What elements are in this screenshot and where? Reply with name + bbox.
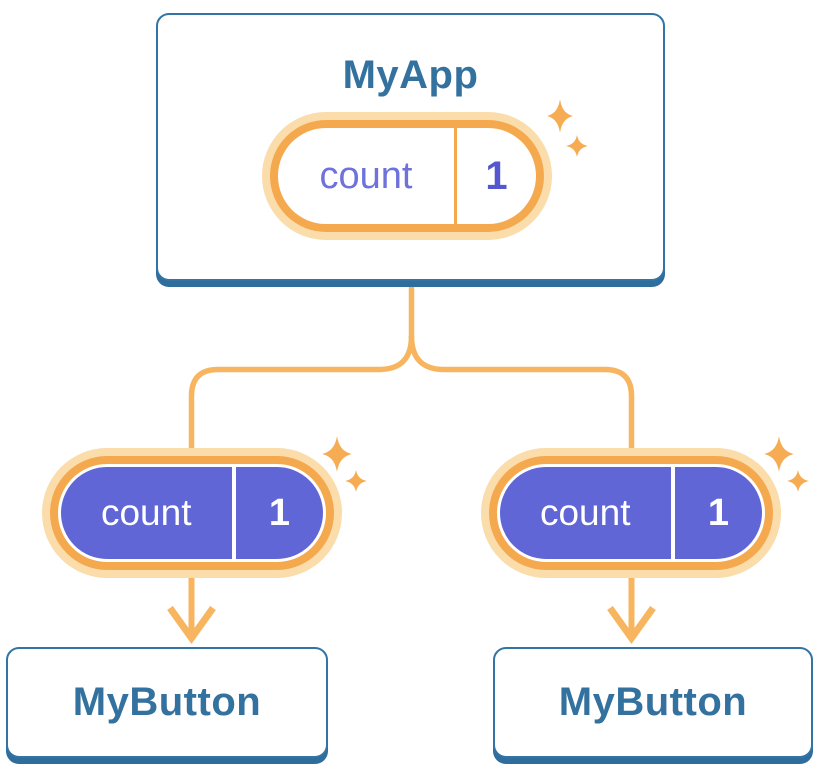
mybutton-card-right: MyButton xyxy=(493,647,813,758)
arrow-down-icon xyxy=(167,605,216,645)
connector-branch-left xyxy=(188,335,415,452)
sparkle-icon xyxy=(566,135,588,157)
connector-branch-right xyxy=(408,335,635,452)
state-value: 1 xyxy=(707,491,730,534)
state-value: 1 xyxy=(268,491,291,534)
sparkle-icon xyxy=(547,99,573,133)
state-name: count xyxy=(539,492,631,533)
pill-divider xyxy=(231,467,236,559)
pill-divider xyxy=(670,467,675,559)
sparkle-icon xyxy=(764,436,794,472)
sparkle-icon xyxy=(787,470,809,492)
mybutton-card-left: MyButton xyxy=(6,647,328,758)
component-title: MyButton xyxy=(558,680,748,724)
component-title: MyApp xyxy=(342,53,479,97)
child-state-pill-left: count 1 xyxy=(58,464,326,562)
state-name: count xyxy=(100,492,192,533)
arrow-down-icon xyxy=(607,605,656,645)
root-state-pill: count 1 xyxy=(278,128,536,224)
pill-divider xyxy=(454,128,457,224)
sparkle-icon xyxy=(345,470,367,492)
state-value: 1 xyxy=(485,153,508,198)
state-name: count xyxy=(319,154,413,197)
sparkle-icon xyxy=(322,436,352,472)
child-state-pill-right: count 1 xyxy=(497,464,765,562)
component-title: MyButton xyxy=(72,680,262,724)
